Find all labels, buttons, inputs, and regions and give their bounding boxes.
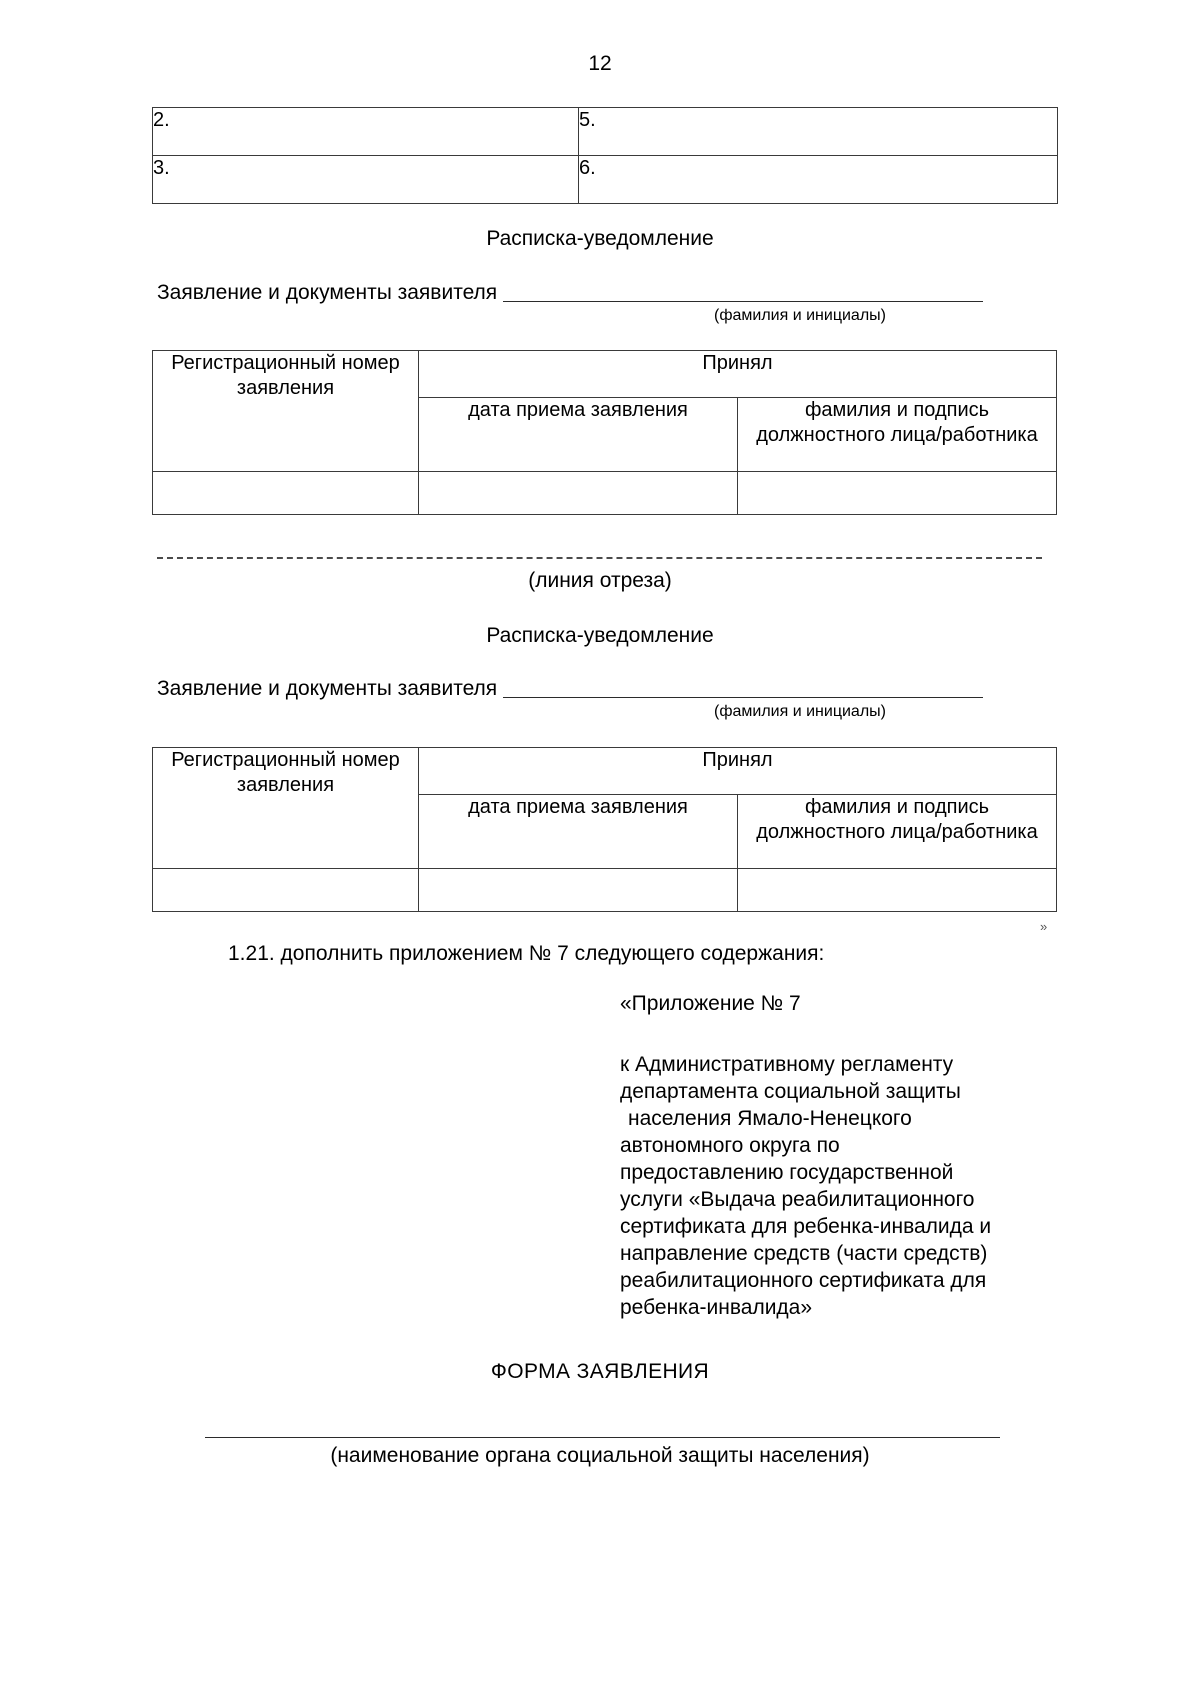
table-row: Регистрационный номер заявления Принял (152, 350, 1057, 472)
blank-cell-signature-first[interactable] (737, 471, 1057, 515)
appendix-line: предоставлению государственной (620, 1161, 954, 1184)
appendix-line: к Административному регламенту (620, 1053, 954, 1076)
appendix-line: услуги «Выдача реабилитационного (620, 1188, 975, 1211)
registration-table-second: Регистрационный номер заявления Принял д… (152, 747, 1057, 912)
applicant-hint-first: (фамилия и инициалы) (714, 307, 886, 324)
blank-cell-date-second[interactable] (418, 868, 738, 912)
applicant-label-second: Заявление и документы заявителя (157, 677, 498, 700)
cut-line-divider (157, 557, 1042, 559)
table-row (152, 471, 1057, 515)
blank-cell-date-first[interactable] (418, 471, 738, 515)
table-row: дата приема заявления фамилия и подпись … (153, 397, 1057, 472)
appendix-line: населения Ямало-Ненецкого (628, 1107, 912, 1130)
table-row: 3. 6. (152, 155, 1058, 204)
applicant-label-first: Заявление и документы заявителя (157, 281, 498, 304)
registration-table-first: Регистрационный номер заявления Принял д… (152, 350, 1057, 515)
appendix-title: «Приложение № 7 (620, 992, 801, 1015)
clause-1-21: 1.21. дополнить приложением № 7 следующе… (228, 942, 825, 965)
appendix-line: автономного округа по (620, 1134, 840, 1157)
blank-cell-registration-first[interactable] (152, 471, 419, 515)
closing-quote-mark: » (1040, 919, 1048, 934)
appendix-reference-block: «Приложение № 7 к Административному регл… (620, 990, 1050, 1321)
applicant-fill-line-first[interactable] (503, 281, 984, 302)
header-accepted-by-first: Принял (418, 350, 1057, 398)
cut-line-caption: (линия отреза) (528, 569, 672, 592)
receipt-title-second: Расписка-уведомление (486, 624, 714, 647)
table-cell-item-5: 5. (578, 107, 1058, 156)
header-registration-number-first: Регистрационный номер заявления (152, 350, 419, 472)
table-row: дата приема заявления фамилия и подпись … (153, 794, 1057, 869)
header-registration-number-second: Регистрационный номер заявления (152, 747, 419, 869)
appendix-line: ребенка-инвалида» (620, 1296, 813, 1319)
header-acceptance-date-first: дата приема заявления (418, 397, 738, 472)
appendix-line: сертификата для ребенка-инвалида и (620, 1215, 992, 1238)
header-accepted-by-second: Принял (418, 747, 1057, 795)
appendix-line: реабилитационного сертификата для (620, 1269, 987, 1292)
applicant-hint-second: (фамилия и инициалы) (714, 703, 886, 720)
table-cell-item-2: 2. (152, 107, 579, 156)
table-row: 2. 5. (152, 107, 1058, 156)
header-acceptance-date-second: дата приема заявления (418, 794, 738, 869)
appendix-body: к Административному регламенту департаме… (620, 1051, 1050, 1321)
form-heading: ФОРМА ЗАЯВЛЕНИЯ (490, 1360, 710, 1383)
appendix-line: департамента социальной защиты (620, 1080, 961, 1103)
applicant-line-first: Заявление и документы заявителя (157, 280, 1047, 306)
table-cell-item-3: 3. (152, 155, 579, 204)
applicant-line-second: Заявление и документы заявителя (157, 676, 1047, 702)
page-number: 12 (588, 52, 612, 75)
appendix-line: направление средств (части средств) (620, 1242, 988, 1265)
table-row: Регистрационный номер заявления Принял (152, 747, 1057, 869)
table-row (152, 868, 1057, 912)
organisation-name-caption: (наименование органа социальной защиты н… (330, 1444, 870, 1467)
blank-cell-signature-second[interactable] (737, 868, 1057, 912)
header-official-signature-second: фамилия и подпись должностного лица/рабо… (737, 794, 1057, 869)
header-official-signature-first: фамилия и подпись должностного лица/рабо… (737, 397, 1057, 472)
applicant-fill-line-second[interactable] (503, 677, 984, 698)
table-cell-item-6: 6. (578, 155, 1058, 204)
blank-cell-registration-second[interactable] (152, 868, 419, 912)
organisation-name-fill-line[interactable] (205, 1437, 1000, 1438)
numbered-items-table: 2. 5. 3. 6. (152, 107, 1058, 204)
receipt-title-first: Расписка-уведомление (486, 227, 714, 250)
